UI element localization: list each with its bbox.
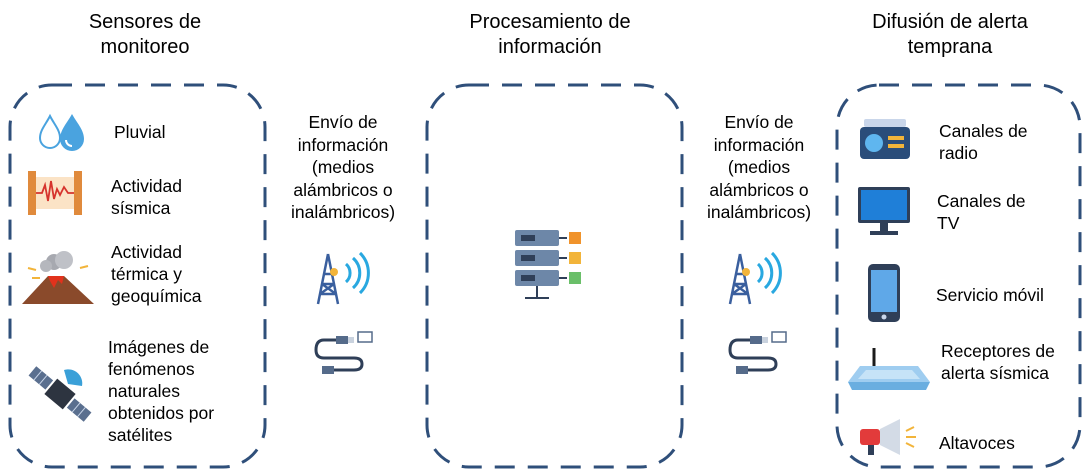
alerts-title: Difusión de alerta temprana — [872, 11, 1028, 58]
alert-label-receptores: Receptores de alerta sísmica — [941, 341, 1055, 383]
sensors-title: Sensores de monitoreo — [88, 11, 202, 58]
sensor-label-pluvial: Pluvial — [114, 122, 166, 142]
sensor-label-termica: Actividad térmica y geoquímica — [111, 242, 202, 306]
seismograph-icon — [28, 171, 82, 215]
radio-icon — [860, 119, 910, 159]
alert-label-radio: Canales de radio — [939, 121, 1028, 163]
megaphone-icon — [860, 419, 916, 455]
usb-cable-icon — [314, 331, 373, 374]
processing-frame — [425, 83, 684, 469]
alert-label-altavoces: Altavoces — [939, 433, 1015, 453]
mobile-phone-icon — [868, 264, 900, 322]
server-network-icon — [515, 230, 581, 299]
sensor-label-satelites: Imágenes de fenómenos naturales obtenido… — [108, 337, 215, 445]
water-drops-icon — [38, 113, 84, 151]
antenna-tower-icon — [728, 251, 782, 305]
processing-title: Procesamiento de información — [469, 11, 631, 58]
tv-icon — [858, 187, 910, 235]
alert-label-tv: Canales de TV — [937, 191, 1026, 233]
volcano-icon — [22, 251, 94, 304]
sensors-frame — [8, 83, 267, 469]
antenna-tower-icon — [316, 251, 370, 305]
usb-cable-icon — [728, 331, 787, 374]
alerts-frame — [835, 83, 1082, 469]
satellite-icon — [28, 366, 92, 422]
alert-label-movil: Servicio móvil — [936, 285, 1044, 305]
sensor-label-sismica: Actividad sísmica — [111, 176, 183, 218]
transmission-label-left: Envío de información (medios alámbricos … — [290, 112, 396, 222]
transmission-label-right: Envío de información (medios alámbricos … — [706, 112, 812, 222]
alert-receiver-icon — [848, 348, 930, 390]
